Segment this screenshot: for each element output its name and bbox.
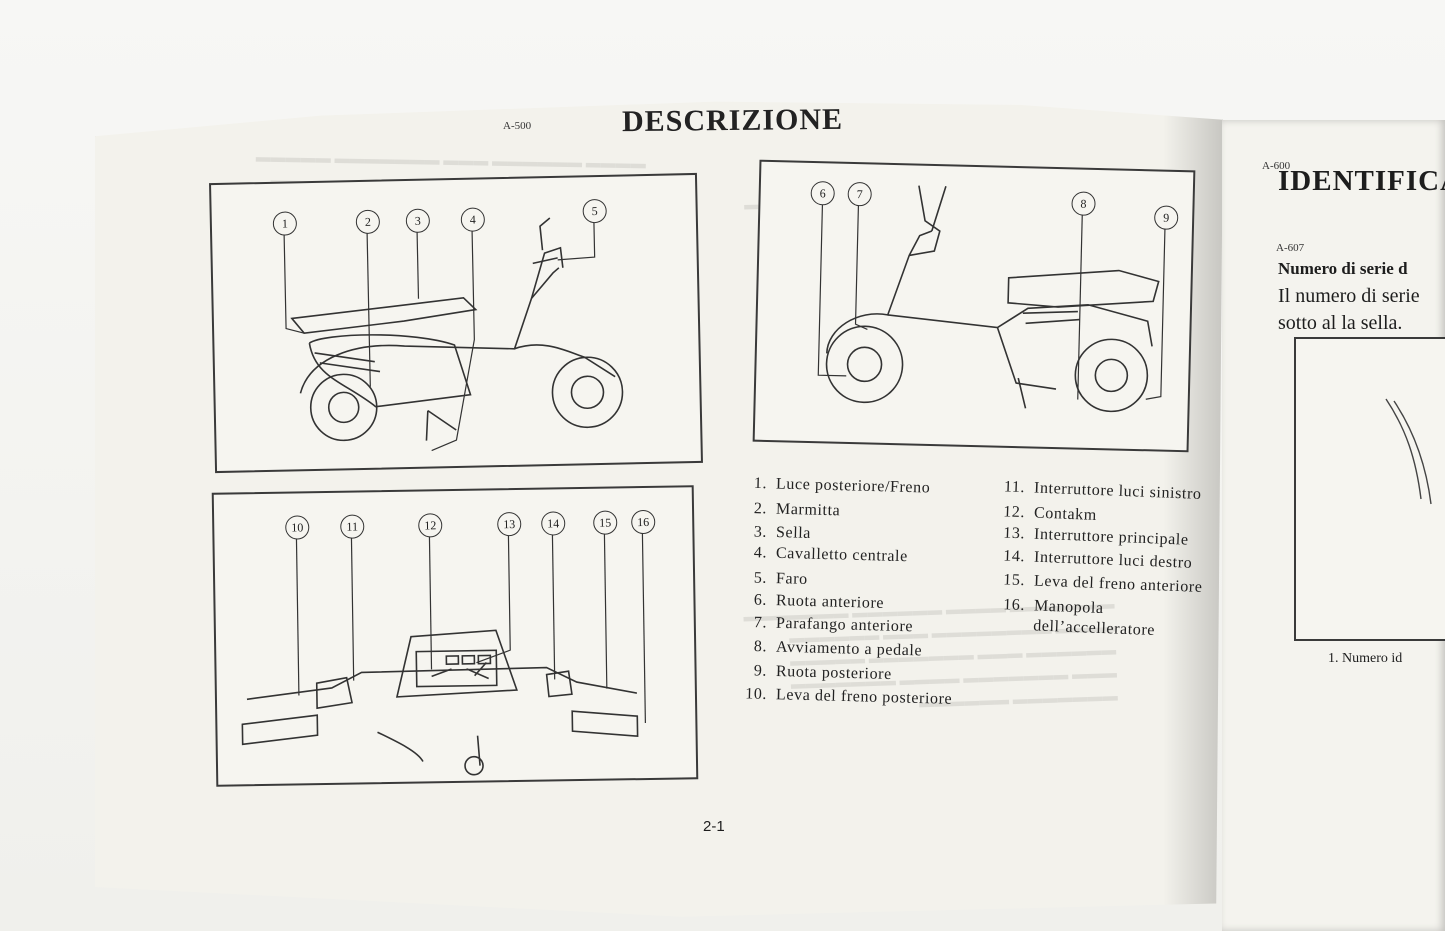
figure-caption: 1. Numero id <box>1328 651 1403 666</box>
scooter-left-side-drawing <box>817 185 1166 413</box>
sub-section-code: A-607 <box>1276 242 1305 254</box>
right-page-body-line: Il numero di serie <box>1278 285 1420 307</box>
page-number: 2-1 <box>703 818 725 835</box>
frame-drawing <box>1385 398 1432 505</box>
right-page-body-line: sotto al la sella. <box>1278 312 1403 334</box>
section-code-right: A-600 <box>1262 160 1291 172</box>
handlebar-figure: 10 11 12 13 14 15 16 <box>211 485 699 787</box>
legend-item: 3.Sella <box>753 523 812 542</box>
serial-number-figure <box>1294 337 1445 641</box>
scooter-left-side-figure: 6 7 8 9 <box>752 159 1196 453</box>
legend-item: 12.Contakm <box>1002 503 1098 524</box>
scooter-right-side-drawing <box>283 212 624 452</box>
handlebar-drawing <box>241 530 646 776</box>
legend-item: 2.Marmitta <box>753 500 841 520</box>
legend-item: 5.Faro <box>753 569 808 588</box>
scooter-side-figure: 1 2 3 4 5 <box>209 172 703 474</box>
section-code: A-500 <box>503 120 532 132</box>
right-page-title: IDENTIFICA <box>1278 165 1445 197</box>
right-page-heading: Numero di serie d <box>1278 259 1408 278</box>
legend-item: 6.Ruota anteriore <box>753 591 885 612</box>
page-title: DESCRIZIONE <box>621 102 844 139</box>
